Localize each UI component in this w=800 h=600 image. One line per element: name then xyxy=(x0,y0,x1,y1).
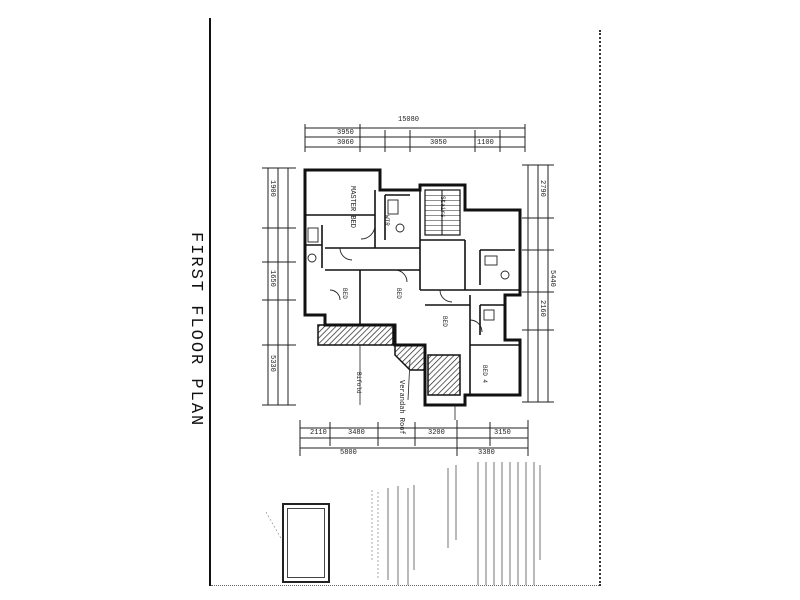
bathroom-fixtures xyxy=(307,199,510,321)
verandah-roof-west xyxy=(317,324,394,346)
left-dimension-lines xyxy=(262,167,296,406)
sheet-left-border xyxy=(209,18,211,586)
bottom-overall-1: 5800 xyxy=(340,449,357,457)
door-swings xyxy=(329,224,483,333)
top-dim-2: 3050 xyxy=(430,139,447,147)
bottom-dim-2: 3480 xyxy=(348,429,365,437)
top-dim-4: 3060 xyxy=(337,139,354,147)
sheet-right-border xyxy=(599,30,601,586)
approval-stamp xyxy=(282,503,330,583)
top-dim-1: 3950 xyxy=(337,129,354,137)
verandah-roof-south xyxy=(394,344,426,371)
top-dim-3: 1100 xyxy=(477,139,494,147)
bottom-dim-1: 2110 xyxy=(310,429,327,437)
top-dimension-lines xyxy=(304,124,526,152)
bottom-dimension-lines xyxy=(299,420,529,456)
overall-dimension: 15080 xyxy=(398,116,420,124)
right-dimension-lines xyxy=(522,164,554,403)
bottom-overall-2: 3380 xyxy=(478,449,495,457)
bottom-dim-4: 3150 xyxy=(494,429,511,437)
bottom-dim-3: 3200 xyxy=(428,429,445,437)
sheet-bottom-border xyxy=(211,585,599,586)
annotation-leaders xyxy=(359,345,456,420)
approval-stamp-inner xyxy=(287,508,325,578)
interior-walls xyxy=(305,190,520,395)
verandah-roof-east xyxy=(427,354,461,396)
